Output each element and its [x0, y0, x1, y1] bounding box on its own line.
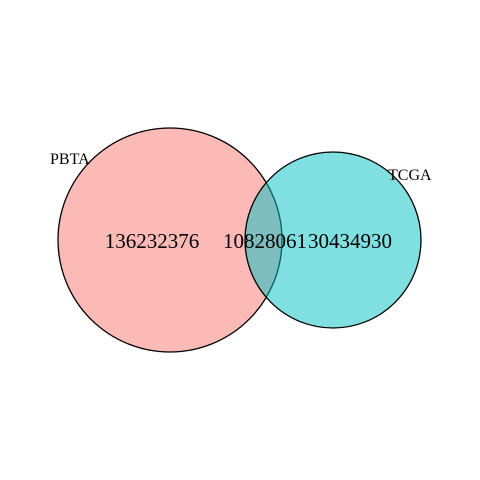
tcga-set-label: TCGA [388, 167, 432, 184]
tcga-circle [244, 151, 422, 329]
pbta-set-label: PBTA [50, 151, 90, 168]
tcga-only-count: 30434930 [308, 229, 392, 253]
pbta-only-count: 136232376 [105, 229, 200, 253]
intersection-count: 10828061 [223, 229, 307, 253]
